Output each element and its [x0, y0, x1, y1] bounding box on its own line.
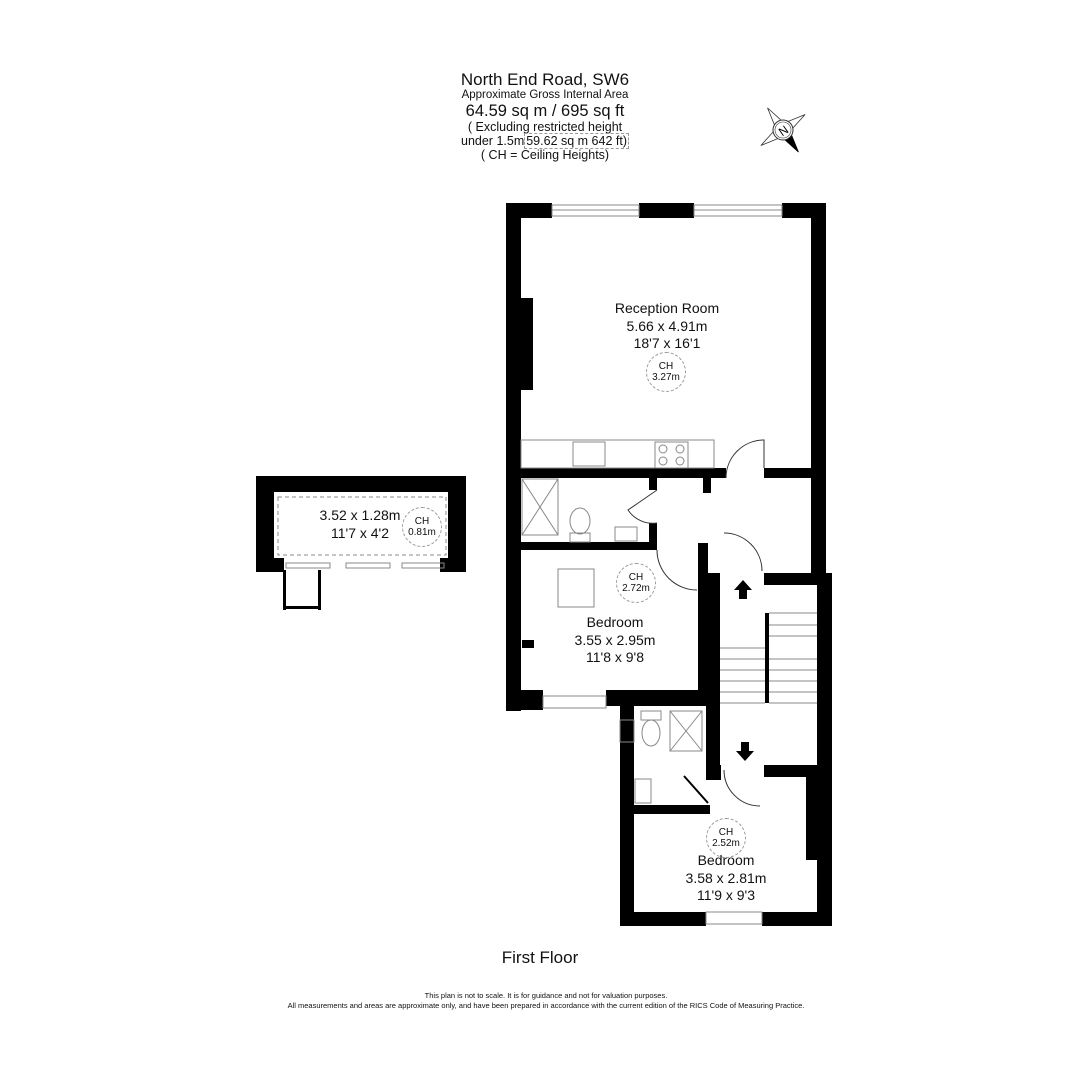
- bedroom2-label: Bedroom 3.58 x 2.81m 11'9 x 9'3: [666, 852, 786, 905]
- plan-header: North End Road, SW6 Approximate Gross In…: [380, 70, 710, 162]
- area-label: Approximate Gross Internal Area: [461, 89, 629, 102]
- loft-metric: 3.52 x 1.28m: [319, 507, 401, 523]
- bedroom1-imperial: 11'8 x 9'8: [585, 649, 645, 665]
- reception-ceiling-height: CH 3.27m: [646, 352, 686, 392]
- bedroom1-metric: 3.55 x 2.95m: [574, 631, 656, 648]
- bedroom1-label: Bedroom 3.55 x 2.95m 11'8 x 9'8: [555, 614, 675, 667]
- reception-room-label: Reception Room 5.66 x 4.91m 18'7 x 16'1: [592, 300, 742, 353]
- disclaimer-line2: All measurements and areas are approxima…: [287, 1000, 805, 1010]
- loft-ceiling-height: CH 0.81m: [402, 507, 442, 547]
- fixtures: [277, 204, 817, 925]
- north-compass-icon: N: [755, 102, 811, 163]
- disclaimer: This plan is not to scale. It is for gui…: [0, 991, 1080, 1011]
- area-value: 64.59 sq m / 695 sq ft: [465, 101, 625, 120]
- floor-label: First Floor: [501, 948, 579, 967]
- property-title: North End Road, SW6: [460, 70, 630, 89]
- bedroom2-ceiling-height: CH 2.52m: [706, 818, 746, 858]
- excluding-line1: ( Excluding restricted height: [467, 120, 623, 135]
- bedroom2-name: Bedroom: [697, 852, 755, 868]
- bedroom2-imperial: 11'9 x 9'3: [696, 887, 756, 903]
- stair-arrows: [734, 580, 754, 761]
- reception-room-name: Reception Room: [614, 300, 720, 316]
- disclaimer-line1: This plan is not to scale. It is for gui…: [424, 991, 668, 1000]
- loft-label: 3.52 x 1.28m 11'7 x 4'2: [305, 507, 415, 542]
- bedroom1-ceiling-height: CH 2.72m: [616, 563, 656, 603]
- bedroom2-metric: 3.58 x 2.81m: [685, 869, 767, 886]
- ch-note: ( CH = Ceiling Heights): [480, 148, 610, 163]
- bedroom1-name: Bedroom: [586, 614, 644, 630]
- reception-room-imperial: 18'7 x 16'1: [633, 335, 701, 351]
- walls: [256, 203, 832, 926]
- excluding-value: 59.62 sq m 642 ft): [524, 133, 629, 150]
- excluding-prefix: under 1.5m: [461, 134, 525, 149]
- loft-imperial: 11'7 x 4'2: [330, 524, 390, 541]
- reception-room-metric: 5.66 x 4.91m: [626, 317, 708, 334]
